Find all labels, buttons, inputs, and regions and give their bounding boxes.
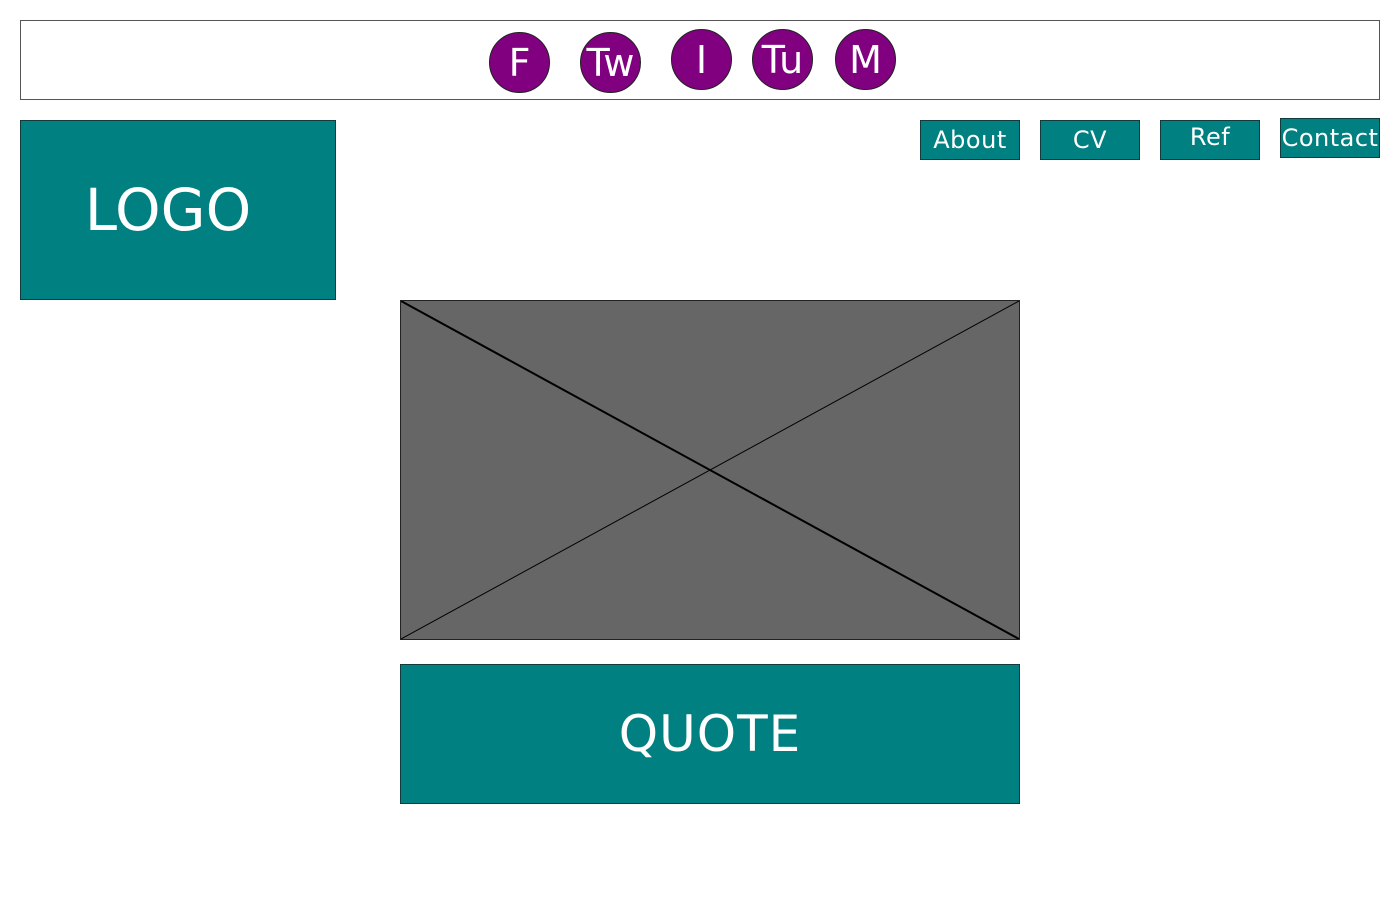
nav-ref-button[interactable]: Ref (1160, 120, 1260, 160)
tumblr-icon[interactable]: Tu (752, 29, 813, 90)
nav-about-button[interactable]: About (920, 120, 1020, 160)
medium-icon[interactable]: M (835, 29, 896, 90)
placeholder-cross-line (401, 301, 1019, 639)
hero-image-placeholder (400, 300, 1020, 640)
nav-cv-button[interactable]: CV (1040, 120, 1140, 160)
instagram-icon[interactable]: I (671, 29, 732, 90)
facebook-icon[interactable]: F (489, 32, 550, 93)
nav-contact-button[interactable]: Contact (1280, 118, 1380, 158)
logo[interactable]: LOGO (20, 120, 336, 300)
quote-label: QUOTE (618, 705, 802, 763)
logo-label: LOGO (84, 176, 252, 244)
twitter-icon[interactable]: Tw (580, 32, 641, 93)
quote-block: QUOTE (400, 664, 1020, 804)
image-placeholder-icon (401, 301, 1019, 639)
